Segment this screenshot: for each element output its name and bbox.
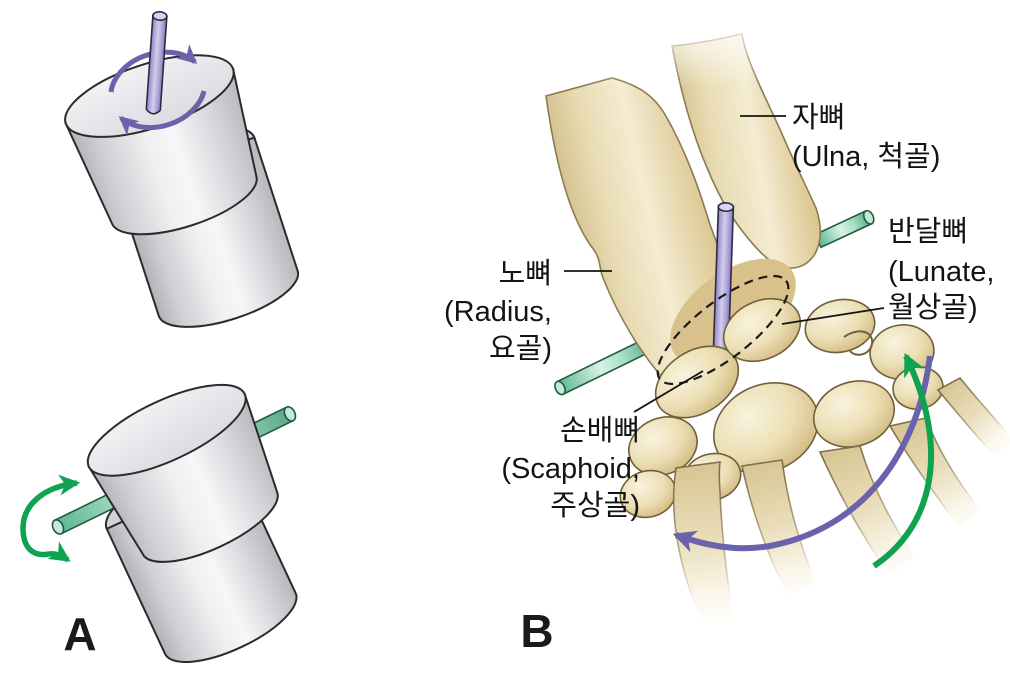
green-rod-left-cap	[554, 380, 566, 396]
label-scaphoid-latin-1: (Scaphoid,	[501, 453, 640, 485]
purple-rod-cap	[717, 202, 735, 213]
panel-b-letter: B	[520, 605, 553, 657]
green-rod-right-cap	[862, 209, 875, 225]
bone-top-fade	[520, 14, 840, 88]
purple-rotation-arrow-top-arc	[108, 44, 198, 93]
label-ulna-latin: (Ulna, 척골)	[792, 140, 940, 173]
leader-lunate	[781, 307, 885, 325]
label-lunate-latin-1: (Lunate,	[888, 256, 994, 288]
label-lunate-korean: 반달뼈	[888, 216, 968, 248]
green-motion-arc-arrow	[872, 352, 935, 569]
metacarpal-bones	[672, 376, 1010, 633]
triquetrum-bone	[804, 298, 876, 354]
capitate-bone	[712, 382, 820, 474]
purple-axis-rod-a	[145, 10, 168, 115]
label-ulna-korean: 자뼈	[792, 102, 845, 134]
label-radius-korean: 노뼈	[499, 258, 552, 290]
upper-cup-body	[87, 392, 279, 563]
trapezium-bone	[628, 416, 698, 476]
metacarpal-5	[936, 376, 1010, 463]
label-lunate-latin-2: 월상골)	[888, 291, 978, 324]
metacarpal-3	[818, 445, 916, 578]
articular-disc-shading	[670, 258, 796, 366]
label-radius-latin-2: 요골)	[489, 333, 552, 365]
metacarpal-2	[741, 459, 818, 598]
green-axis-rod-right-segment	[813, 209, 875, 249]
cylinder-model-top	[64, 10, 300, 328]
hamate-bone	[812, 380, 896, 448]
panel-b: 자뼈 (Ulna, 척골) 노뼈 (Radius, 요골) 반달뼈 (Lunat…	[444, 14, 1010, 657]
cylinder-model-bottom	[20, 383, 298, 663]
label-lunate: 반달뼈 (Lunate, 월상골)	[888, 216, 994, 324]
label-radius-latin-1: (Radius,	[444, 296, 552, 328]
metacarpal-1	[672, 461, 735, 633]
label-scaphoid: 손배뼈 (Scaphoid, 주상골)	[501, 415, 640, 522]
hamate-fold-line	[843, 330, 874, 356]
purple-rod-shaft	[145, 14, 168, 115]
green-rotation-arrow-arc	[20, 474, 81, 563]
purple-rod-cap	[152, 10, 168, 22]
lunate-bone	[722, 297, 802, 363]
label-scaphoid-korean: 손배뼈	[560, 415, 640, 447]
metacarpal-4	[888, 417, 982, 530]
purple-rotation-arrow-bottom-arc	[118, 90, 207, 136]
upper-cup-top-face	[86, 383, 247, 477]
label-scaphoid-latin-2: 주상골)	[550, 490, 640, 522]
panel-a: A	[20, 10, 300, 663]
panel-a-letter: A	[63, 608, 96, 660]
leader-scaphoid	[633, 370, 704, 413]
green-rod-right-cap	[283, 406, 297, 422]
label-ulna: 자뼈 (Ulna, 척골)	[792, 102, 940, 173]
purple-motion-arc-arrow	[672, 355, 933, 553]
label-radius: 노뼈 (Radius, 요골)	[444, 258, 552, 365]
